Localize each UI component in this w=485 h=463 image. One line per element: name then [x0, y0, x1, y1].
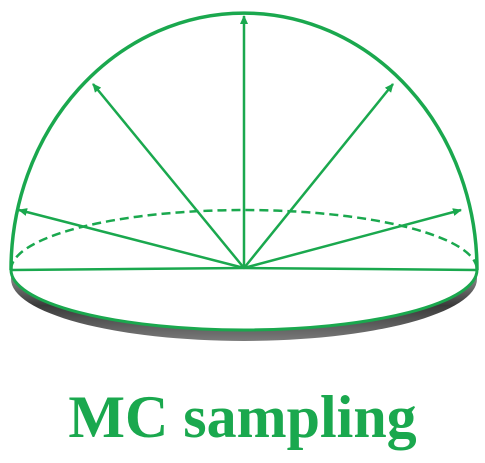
sampled-directions [10, 15, 478, 272]
base-ellipse-front [9, 269, 479, 332]
direction-arrow-icon [243, 208, 462, 270]
diagram-caption: MC sampling [68, 384, 417, 450]
direction-arrow-icon [243, 83, 394, 269]
direction-arrow-icon [92, 83, 245, 269]
direction-arrow-icon [18, 208, 245, 270]
direction-arrow-icon [10, 266, 245, 272]
hemisphere-outline-icon [9, 11, 479, 271]
direction-arrow-icon [243, 266, 478, 272]
